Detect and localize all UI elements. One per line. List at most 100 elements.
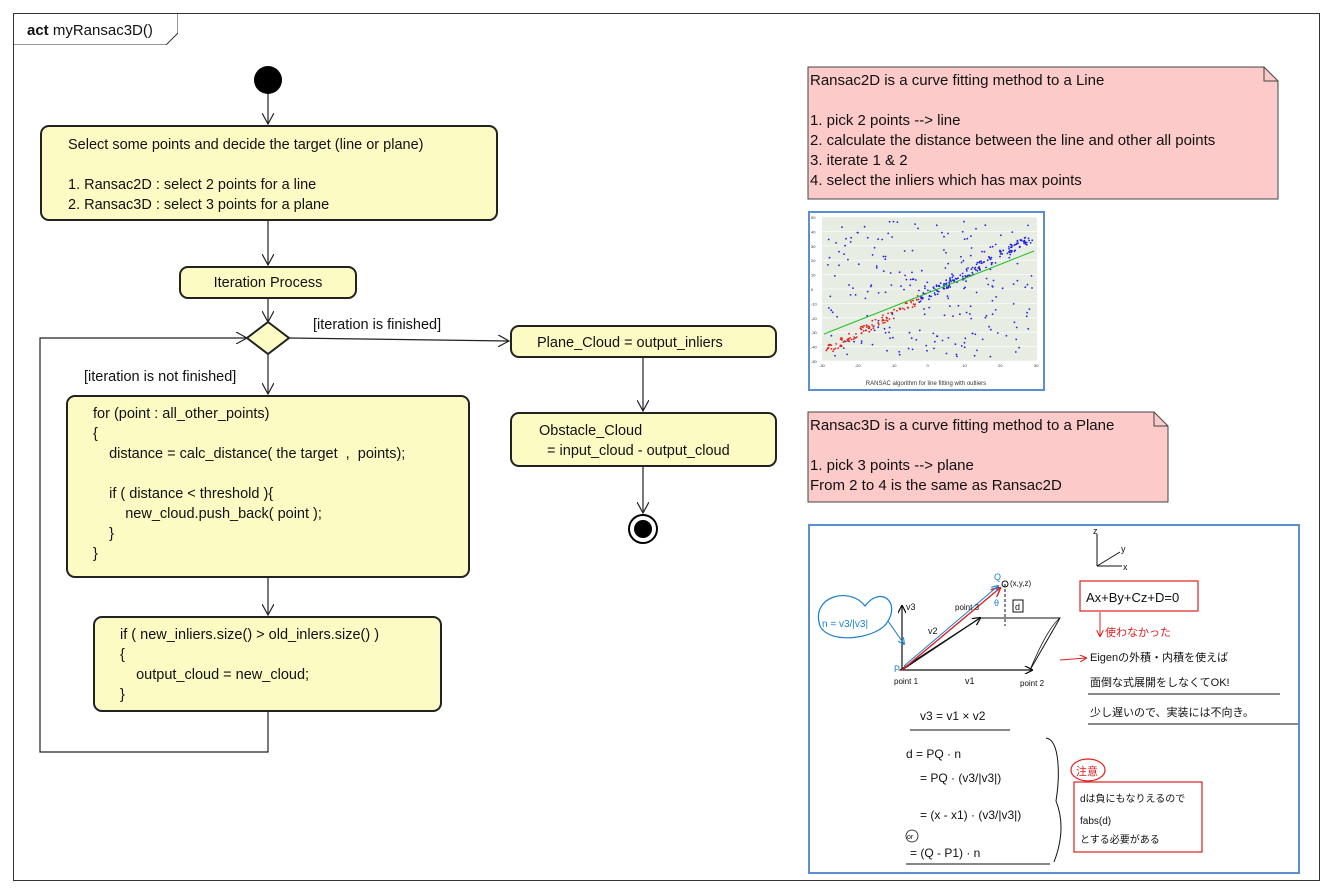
inlier-point	[985, 266, 987, 269]
vector-v2	[901, 618, 980, 671]
outlier-point	[943, 249, 945, 251]
point-Q	[1001, 580, 1009, 588]
outlier-point	[956, 355, 958, 358]
outlier-point	[973, 354, 976, 357]
outlier-point	[849, 241, 852, 243]
label-P: P	[894, 664, 900, 674]
outlier-point	[923, 308, 925, 310]
outlier-point	[933, 340, 936, 343]
inlier-point	[961, 272, 964, 275]
inlier-point	[1025, 241, 1028, 244]
outlier-point	[830, 309, 833, 312]
action-update-inliers[interactable]: if ( new_inliers.size() > old_inlers.siz…	[93, 616, 442, 712]
outlier-point	[983, 250, 986, 253]
inlier-point	[936, 290, 939, 292]
outlier-point	[838, 250, 840, 253]
inlier-point	[1008, 246, 1010, 248]
inlier-point	[978, 268, 981, 271]
inlier-point	[999, 253, 1002, 255]
note-ransac3d-shape	[807, 411, 1169, 503]
inlier-point	[987, 256, 990, 258]
inlier-point	[974, 266, 977, 269]
outlier-point	[888, 326, 891, 329]
plot-points	[825, 220, 1034, 358]
vector-PQ-blue	[903, 586, 998, 667]
outlier-point	[936, 335, 939, 338]
note-ransac2d: Ransac2D is a curve fitting method to a …	[807, 66, 1277, 198]
inlier-point	[881, 316, 884, 319]
outlier-point	[849, 294, 852, 296]
inlier-point	[999, 255, 1001, 258]
inlier-point	[971, 266, 974, 269]
outlier-point	[881, 238, 884, 241]
inlier-point	[882, 322, 884, 324]
inlier-point	[1006, 252, 1009, 255]
outlier-point	[877, 319, 880, 322]
label-d: d	[1015, 602, 1020, 612]
inlier-point	[899, 308, 901, 311]
inlier-point	[1009, 253, 1012, 256]
label-normal: n = v3/|v3|	[822, 619, 868, 630]
outlier-point	[891, 236, 893, 238]
outlier-point	[987, 283, 990, 286]
initial-node	[254, 66, 282, 94]
outlier-point	[846, 353, 848, 356]
outlier-point	[875, 265, 878, 267]
inlier-point	[885, 319, 888, 322]
outlier-point	[891, 313, 894, 316]
action-iteration-process[interactable]: Iteration Process	[179, 266, 357, 299]
outlier-point	[969, 254, 972, 257]
inlier-point	[1017, 242, 1019, 244]
outlier-point	[985, 277, 988, 280]
outlier-point	[1012, 303, 1015, 305]
plane-outline-extra	[1029, 617, 1061, 671]
inlier-point	[966, 274, 969, 277]
outlier-point	[1026, 311, 1028, 314]
inlier-point	[935, 285, 938, 288]
inlier-point	[945, 279, 948, 282]
inlier-point	[830, 348, 833, 350]
axis-y: y	[1121, 544, 1126, 554]
outlier-point	[884, 331, 887, 334]
action-obstacle-cloud[interactable]: Obstacle_Cloud = input_cloud - output_cl…	[510, 412, 777, 467]
equation-4: = (Q - P1) · n	[910, 846, 980, 860]
outlier-point	[985, 314, 988, 317]
outlier-point	[898, 353, 901, 356]
sketch-svg: z y x v3 v2 v1 point 1 point 2 point 3 P…	[817, 526, 1298, 865]
inlier-point	[862, 326, 864, 329]
inlier-point	[848, 340, 850, 343]
outlier-point	[951, 273, 953, 275]
inlier-point	[950, 280, 952, 283]
plot-x-tick: 10	[962, 363, 967, 368]
outlier-point	[945, 352, 948, 355]
action-select-points[interactable]: Select some points and decide the target…	[40, 125, 498, 221]
outlier-point	[1014, 351, 1017, 353]
caution-line-3: とする必要がある	[1080, 833, 1160, 846]
outlier-point	[1031, 287, 1033, 289]
outlier-point	[960, 261, 963, 264]
outlier-point	[963, 346, 966, 349]
inlier-point	[872, 327, 875, 330]
inlier-point	[887, 312, 889, 315]
outlier-point	[875, 267, 878, 269]
axis-z: z	[1093, 526, 1098, 536]
action-plane-cloud[interactable]: Plane_Cloud = output_inliers	[510, 325, 777, 358]
outlier-point	[941, 339, 944, 342]
inlier-point	[877, 322, 879, 324]
inlier-point	[947, 286, 950, 289]
inlier-point	[882, 314, 884, 317]
label-Q: Q	[994, 572, 1001, 582]
inlier-point	[951, 276, 954, 279]
inlier-point	[977, 267, 980, 269]
outlier-point	[918, 289, 920, 292]
inlier-point	[853, 336, 856, 339]
action-iteration-process-text: Iteration Process	[213, 274, 323, 291]
outlier-point	[994, 309, 997, 311]
inlier-point	[837, 347, 839, 349]
action-distance-loop[interactable]: for (point : all_other_points) { distanc…	[66, 395, 470, 578]
plot-x-tick: 0	[927, 363, 930, 368]
outlier-point	[904, 274, 906, 277]
note-line-2: 面倒な式展開をしなくてOK!	[1090, 676, 1230, 689]
outlier-point	[991, 299, 994, 302]
outlier-point	[943, 235, 945, 238]
